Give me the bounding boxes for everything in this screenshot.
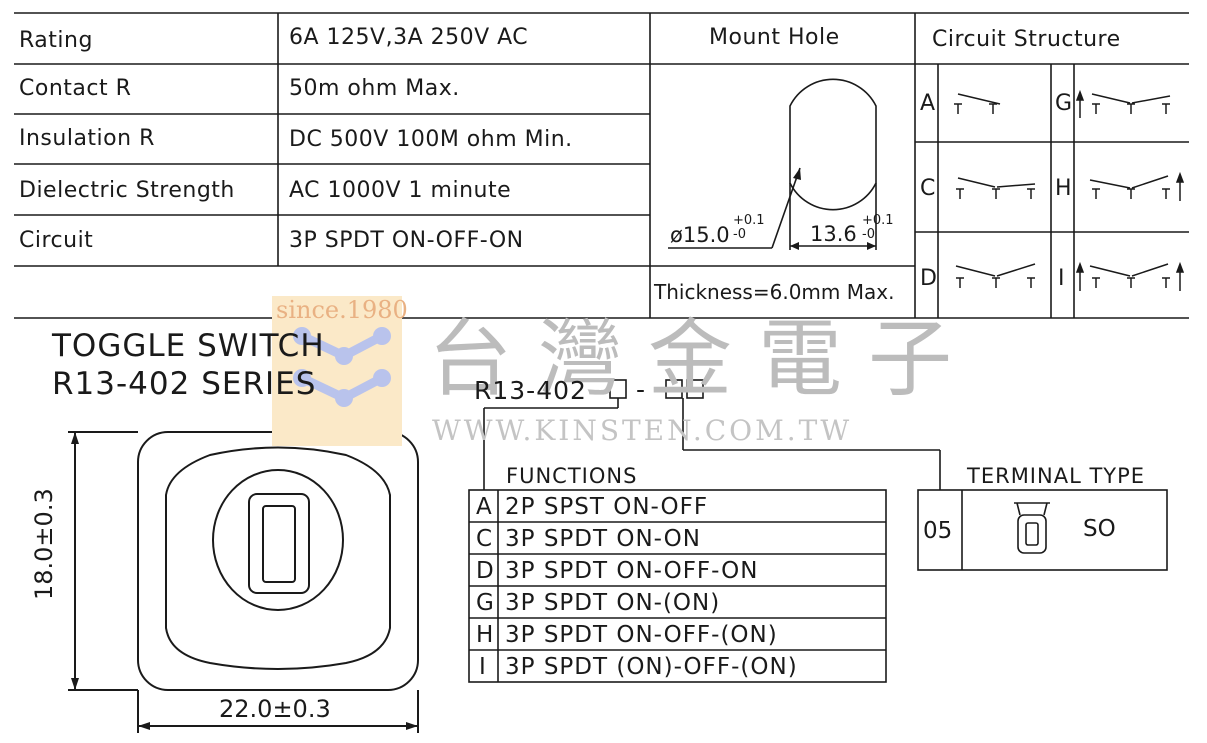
function-code: A [476,494,492,520]
terminal-code: 05 [923,518,953,544]
spec-label: Rating [19,28,93,53]
function-text: 3P SPDT ON-(ON) [505,590,721,616]
functions-table-lines [468,489,887,683]
function-code: C [476,526,493,552]
spec-value: 3P SPDT ON-OFF-ON [289,228,524,253]
function-code: H [476,622,494,648]
circuit-letter-a: A [920,91,936,116]
circuit-letter-c: C [920,176,936,201]
watermark-url: WWW.KINSTEN.COM.TW [432,414,853,447]
watermark-since: since.1980 [276,296,408,324]
spec-value: 6A 125V,3A 250V AC [289,25,529,50]
function-text: 3P SPDT ON-OFF-(ON) [505,622,778,648]
dimension-width: 22.0±0.3 [219,695,331,723]
product-title-line2: R13-402 SERIES [52,366,317,402]
spec-label: Circuit [19,228,94,253]
spec-label: Contact R [19,76,132,101]
mount-hole-diameter-tol-minus: -0 [733,227,746,242]
mount-hole-thickness: Thickness=6.0mm Max. [654,280,895,304]
part-number-boxes [483,379,941,490]
spec-label: Insulation R [19,126,155,151]
circuit-symbols [954,89,1185,291]
spec-label: Dielectric Strength [19,178,235,203]
watermark-logo [272,296,402,446]
spec-value: AC 1000V 1 minute [289,178,512,203]
function-text: 3P SPDT ON-OFF-ON [505,558,759,584]
circuit-letter-i: I [1058,266,1065,291]
mount-hole-flat-tol-minus: -0 [862,227,875,242]
part-number-prefix: R13-402 [474,376,587,405]
function-code: D [476,558,494,584]
watermark-chinese: 台灣金電子 [428,310,979,408]
mount-hole-flat-tol-plus: +0.1 [862,213,894,228]
mount-hole-diameter-tol-plus: +0.1 [733,213,765,228]
function-text: 3P SPDT ON-ON [505,526,701,552]
dimension-height: 18.0±0.3 [30,488,58,600]
spec-value: DC 500V 100M ohm Min. [289,127,573,152]
mount-hole-shape [668,78,877,250]
product-title-line1: TOGGLE SWITCH [52,328,325,364]
spec-value: 50m ohm Max. [289,76,460,101]
mount-hole-header: Mount Hole [709,25,840,50]
mount-hole-diameter: ø15.0 [670,223,730,247]
circuit-letter-d: D [920,266,937,291]
functions-header: FUNCTIONS [506,464,638,488]
part-number-separator: - [636,375,646,404]
function-code: G [476,590,494,616]
terminal-header: TERMINAL TYPE [967,464,1146,488]
circuit-structure-header: Circuit Structure [932,27,1121,52]
terminal-type-label: SO [1083,516,1116,542]
circuit-letter-h: H [1055,176,1072,201]
mount-hole-flat: 13.6 [810,222,857,246]
function-text: 2P SPST ON-OFF [505,494,709,520]
switch-outline [68,431,419,733]
function-text: 3P SPDT (ON)-OFF-(ON) [505,654,798,680]
function-code: I [479,654,486,680]
terminal-box [917,489,1168,571]
circuit-letter-g: G [1055,91,1073,116]
